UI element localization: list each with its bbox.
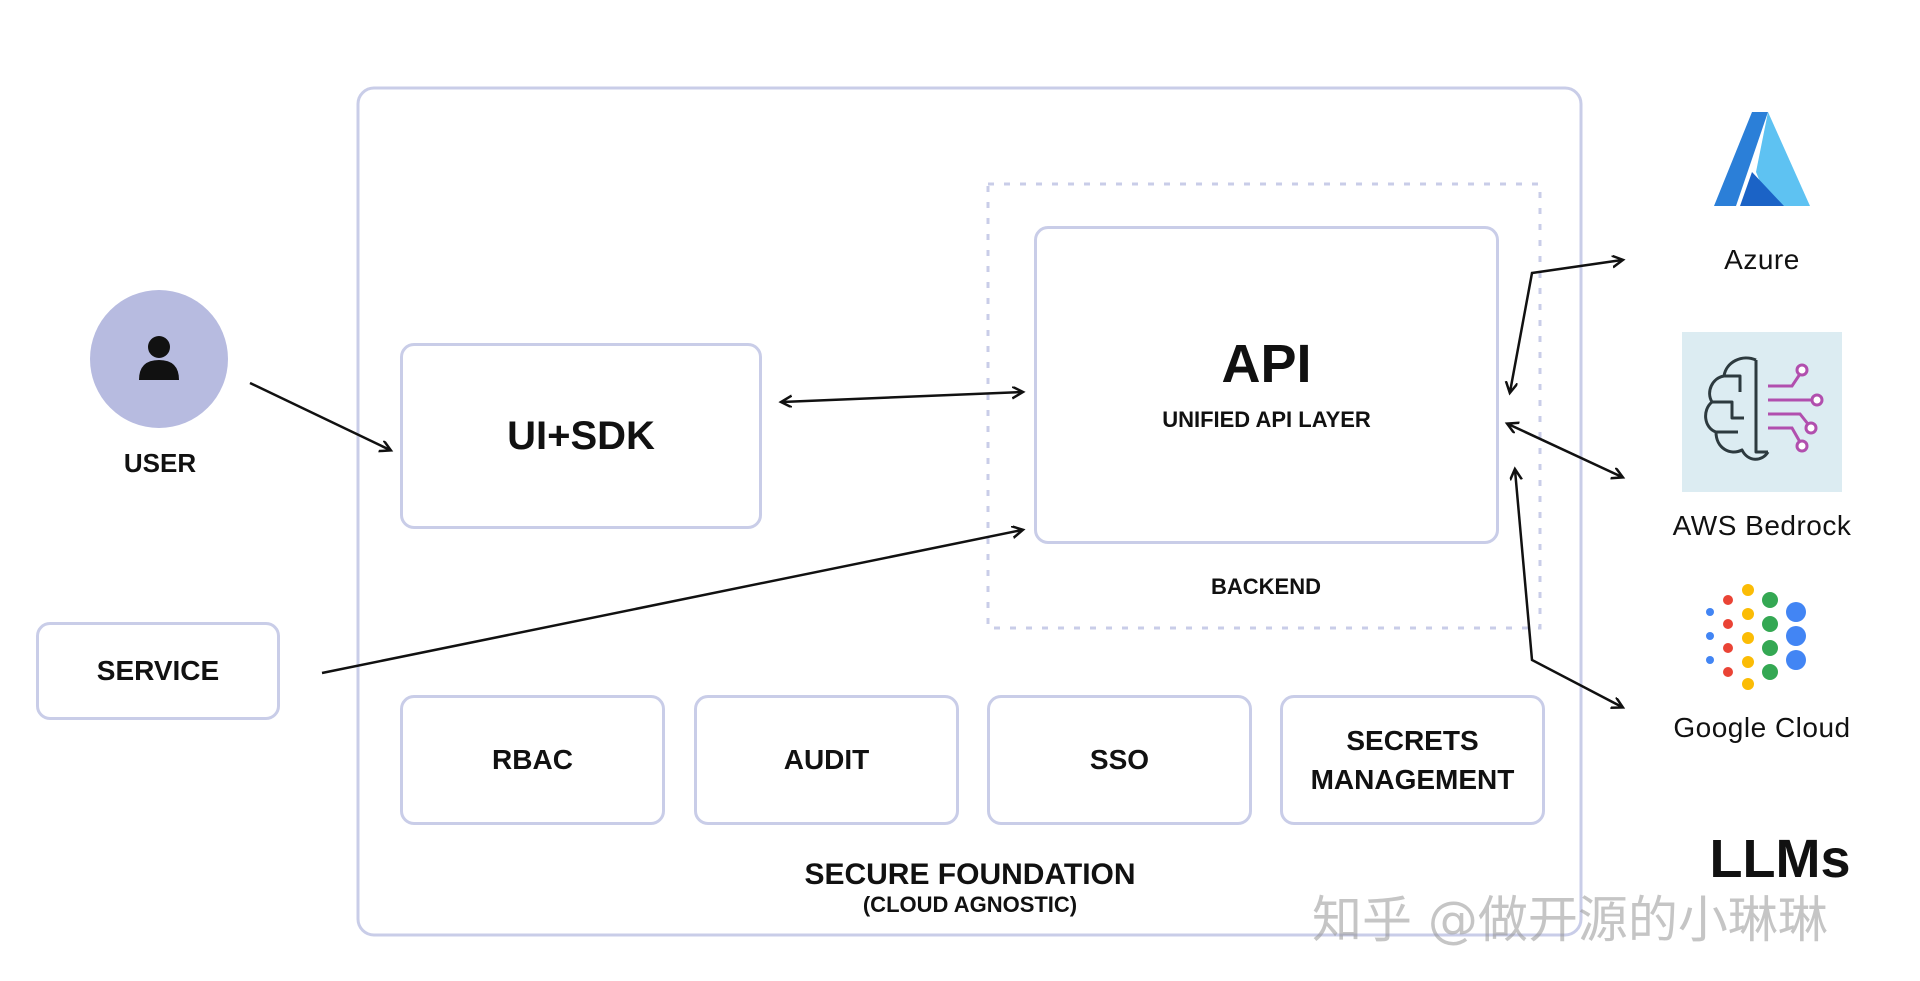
secure-foundation-subtitle: (CLOUD AGNOSTIC): [862, 892, 1078, 917]
watermark-text: 知乎 @做开源的小琳琳: [1312, 891, 1828, 949]
api-box: API UNIFIED API LAYER: [1034, 226, 1499, 544]
arrow-user-to-ui-sdk: [249, 381, 390, 450]
user-avatar: [90, 290, 228, 428]
arrow-api-bedrock: [1508, 424, 1622, 477]
api-subtitle: UNIFIED API LAYER: [1162, 407, 1371, 432]
secure-foundation-title: SECURE FOUNDATION: [804, 858, 1136, 891]
llms-label: LLMs: [1709, 829, 1851, 889]
rbac-box: RBAC: [400, 695, 665, 825]
backend-region: [986, 182, 1542, 630]
user-label: USER: [123, 448, 197, 478]
sso-box: SSO: [987, 695, 1252, 825]
person-icon: [139, 336, 179, 380]
audit-box: AUDIT: [694, 695, 959, 825]
service-box: SERVICE: [36, 622, 280, 720]
google-cloud-label: Google Cloud: [1673, 712, 1851, 743]
secrets-management-box: SECRETS MANAGEMENT: [1280, 695, 1545, 825]
arrow-ui-sdk-api: [782, 392, 1022, 402]
azure-logo-icon: [1714, 112, 1810, 206]
arrow-api-google: [1515, 470, 1622, 707]
ui-sdk-box: UI+SDK: [400, 343, 762, 529]
azure-label: Azure: [1724, 244, 1800, 275]
arrow-api-azure: [1510, 260, 1622, 392]
aws-bedrock-label: AWS Bedrock: [1672, 510, 1852, 541]
api-title: API: [1221, 334, 1312, 394]
aws-bedrock-brain-icon: [1682, 332, 1842, 492]
google-cloud-dots-icon: [1706, 584, 1806, 690]
backend-label: BACKEND: [1211, 574, 1321, 599]
arrow-service-to-api: [321, 530, 1022, 675]
